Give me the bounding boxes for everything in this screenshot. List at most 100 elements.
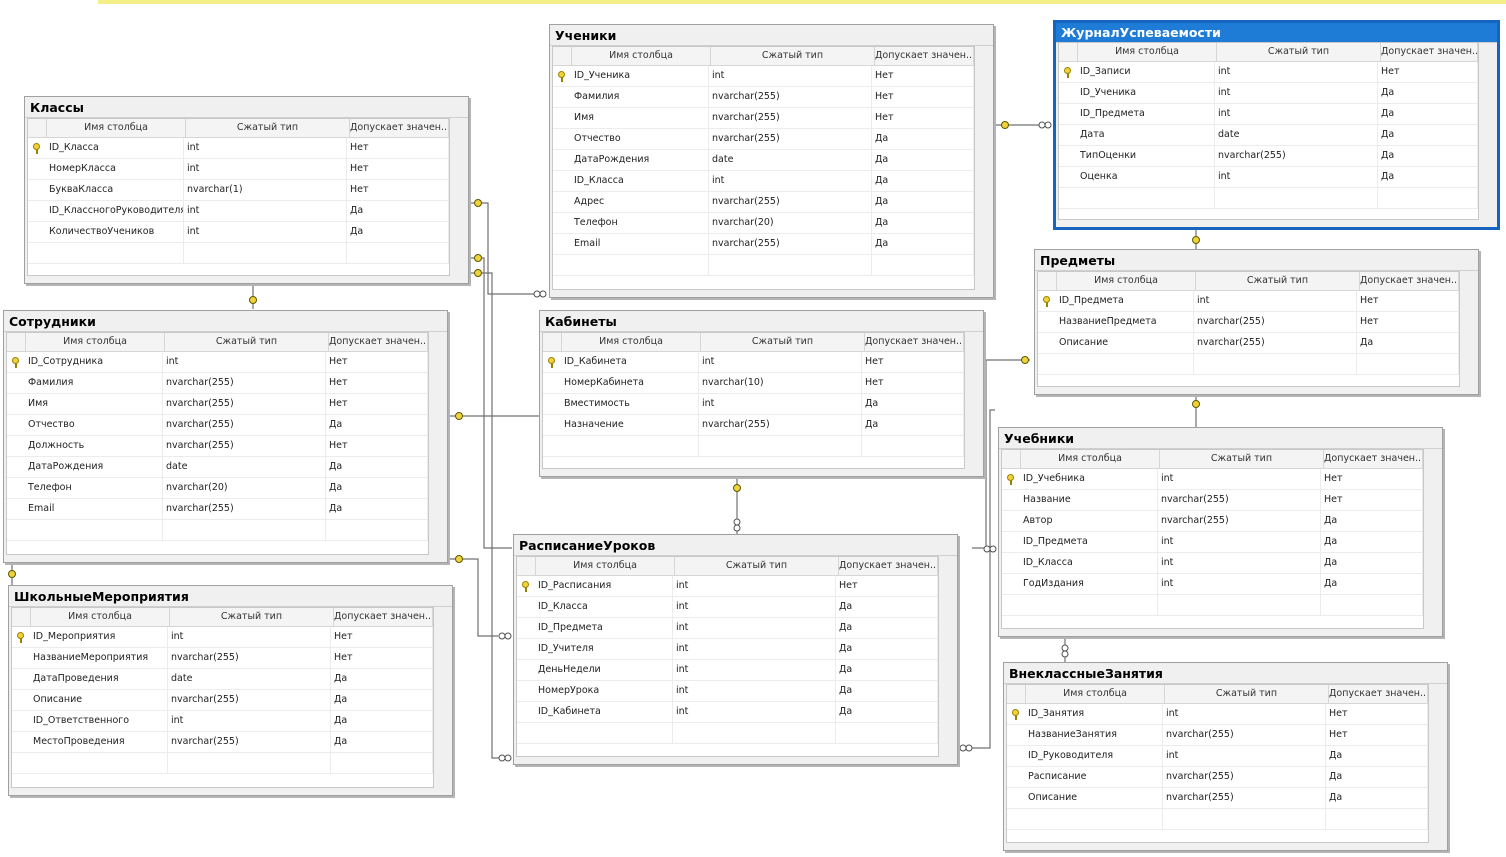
cell-name[interactable]: КоличествоУчеников bbox=[46, 222, 184, 242]
row-selector[interactable] bbox=[517, 681, 535, 701]
cell-type[interactable]: nvarchar(255) bbox=[163, 373, 326, 393]
row-selector[interactable] bbox=[1038, 291, 1056, 311]
header-type[interactable]: Сжатый тип bbox=[186, 119, 350, 137]
cell-type[interactable] bbox=[163, 520, 326, 540]
empty-row[interactable] bbox=[543, 436, 964, 457]
cell-nullable[interactable]: Нет bbox=[1357, 312, 1459, 332]
row-selector[interactable] bbox=[1038, 312, 1056, 332]
cell-nullable[interactable]: Нет bbox=[1321, 490, 1423, 510]
cell-nullable[interactable]: Да bbox=[326, 499, 428, 519]
cell-name[interactable] bbox=[1020, 595, 1158, 615]
header-nullable[interactable]: Допускает значен... bbox=[1360, 272, 1459, 290]
cell-name[interactable]: Отчество bbox=[25, 415, 163, 435]
row-selector[interactable] bbox=[1007, 788, 1025, 808]
cell-nullable[interactable]: Да bbox=[836, 618, 938, 638]
cell-name[interactable] bbox=[1025, 809, 1163, 829]
cell-nullable[interactable]: Да bbox=[1378, 167, 1478, 187]
row-selector[interactable] bbox=[553, 108, 571, 128]
row-selector[interactable] bbox=[7, 499, 25, 519]
cell-name[interactable]: Расписание bbox=[1025, 767, 1163, 787]
cell-type[interactable]: nvarchar(255) bbox=[1163, 788, 1326, 808]
cell-name[interactable]: Адрес bbox=[571, 192, 709, 212]
row-selector[interactable] bbox=[1059, 104, 1077, 124]
cell-nullable[interactable] bbox=[1326, 809, 1428, 829]
header-name[interactable]: Имя столбца bbox=[1021, 450, 1160, 468]
cell-name[interactable]: ID_Предмета bbox=[1020, 532, 1158, 552]
header-nullable[interactable]: Допускает значен... bbox=[334, 608, 433, 626]
cell-type[interactable]: int bbox=[1215, 83, 1378, 103]
cell-type[interactable]: int bbox=[184, 222, 347, 242]
cell-type[interactable]: int bbox=[1215, 167, 1378, 187]
row-selector[interactable] bbox=[1007, 704, 1025, 724]
header-nullable[interactable]: Допускает значен... bbox=[1329, 685, 1428, 703]
cell-nullable[interactable] bbox=[862, 436, 964, 456]
row-selector[interactable] bbox=[1002, 574, 1020, 594]
cell-name[interactable] bbox=[1077, 188, 1215, 208]
cell-name[interactable] bbox=[30, 753, 168, 773]
cell-type[interactable]: date bbox=[163, 457, 326, 477]
cell-nullable[interactable]: Да bbox=[1326, 767, 1428, 787]
row-selector[interactable] bbox=[553, 213, 571, 233]
cell-nullable[interactable]: Нет bbox=[1378, 62, 1478, 82]
cell-nullable[interactable]: Да bbox=[1321, 532, 1423, 552]
cell-type[interactable]: nvarchar(255) bbox=[163, 499, 326, 519]
cell-name[interactable]: Название bbox=[1020, 490, 1158, 510]
cell-nullable[interactable]: Нет bbox=[872, 66, 974, 86]
cell-name[interactable]: ID_Занятия bbox=[1025, 704, 1163, 724]
cell-nullable[interactable]: Нет bbox=[331, 648, 433, 668]
row-selector[interactable] bbox=[12, 711, 30, 731]
cell-nullable[interactable]: Да bbox=[1326, 746, 1428, 766]
cell-type[interactable]: nvarchar(255) bbox=[168, 690, 331, 710]
cell-name[interactable]: Дата bbox=[1077, 125, 1215, 145]
header-type[interactable]: Сжатый тип bbox=[170, 608, 334, 626]
row-selector[interactable] bbox=[1059, 188, 1077, 208]
cell-name[interactable]: Email bbox=[25, 499, 163, 519]
cell-nullable[interactable]: Нет bbox=[326, 394, 428, 414]
cell-type[interactable]: nvarchar(255) bbox=[1158, 511, 1321, 531]
cell-name[interactable]: Фамилия bbox=[25, 373, 163, 393]
row-selector[interactable] bbox=[1038, 354, 1056, 374]
row-selector[interactable] bbox=[1002, 490, 1020, 510]
cell-name[interactable] bbox=[25, 520, 163, 540]
cell-type[interactable]: nvarchar(255) bbox=[163, 436, 326, 456]
row-selector[interactable] bbox=[553, 255, 571, 275]
header-type[interactable]: Сжатый тип bbox=[701, 333, 865, 351]
cell-type[interactable]: nvarchar(20) bbox=[709, 213, 872, 233]
cell-nullable[interactable]: Да bbox=[331, 669, 433, 689]
cell-name[interactable]: Описание bbox=[30, 690, 168, 710]
table-title[interactable]: Предметы bbox=[1035, 250, 1478, 271]
cell-name[interactable] bbox=[571, 255, 709, 275]
table-title[interactable]: ЖурналУспеваемости bbox=[1056, 23, 1497, 43]
cell-type[interactable] bbox=[184, 243, 347, 263]
cell-type[interactable]: int bbox=[1215, 104, 1378, 124]
cell-type[interactable]: int bbox=[709, 171, 872, 191]
row-selector[interactable] bbox=[553, 66, 571, 86]
cell-type[interactable] bbox=[1163, 809, 1326, 829]
header-name[interactable]: Имя столбца bbox=[31, 608, 170, 626]
row-selector[interactable] bbox=[1007, 809, 1025, 829]
table-title[interactable]: РасписаниеУроков bbox=[514, 535, 957, 556]
cell-type[interactable] bbox=[699, 436, 862, 456]
row-selector[interactable] bbox=[7, 457, 25, 477]
cell-type[interactable] bbox=[1158, 595, 1321, 615]
cell-nullable[interactable]: Нет bbox=[326, 373, 428, 393]
cell-name[interactable]: ID_Расписания bbox=[535, 576, 673, 596]
